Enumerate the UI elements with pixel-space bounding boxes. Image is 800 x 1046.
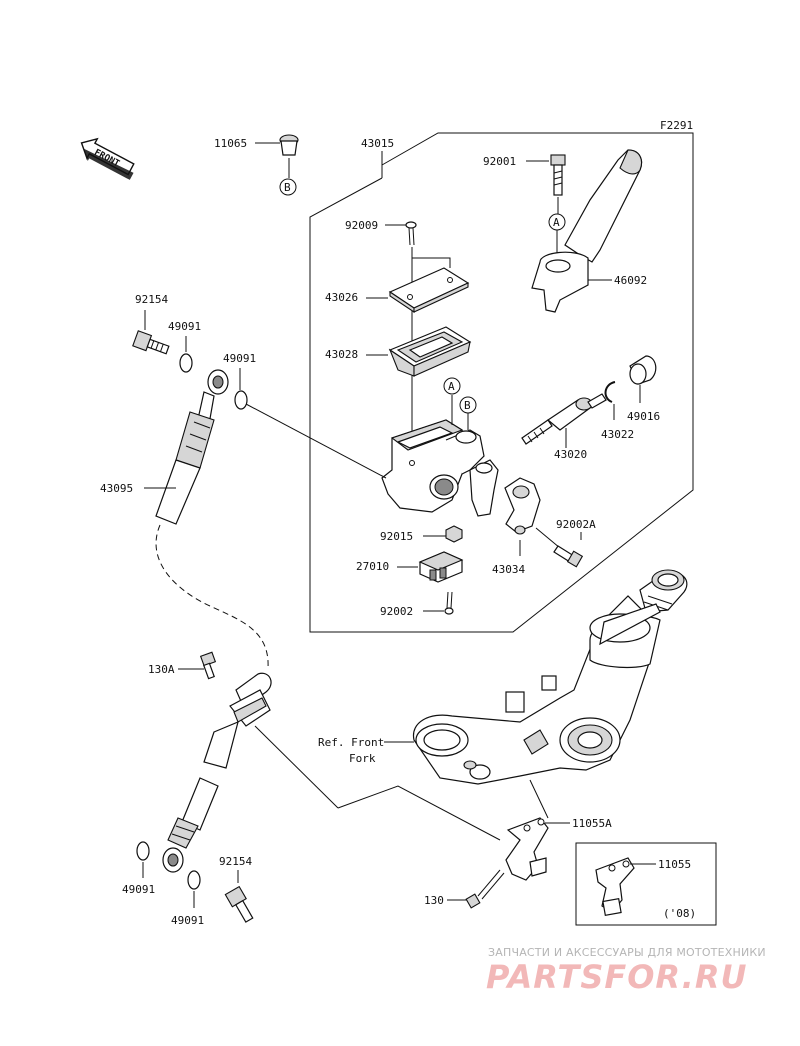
cover-screw-92009 (405, 221, 417, 246)
brake-lever-46092 (531, 149, 643, 313)
label-49091-d: 49091 (171, 914, 204, 927)
assembly-outline-43015 (309, 132, 694, 633)
bolt-130 (465, 869, 505, 909)
callout-b-top: B (279, 178, 297, 196)
piston-kit-43020 (521, 393, 607, 445)
circlip-43022 (604, 381, 616, 403)
label-11055A: 11055A (572, 817, 612, 830)
callout-b-body: B (459, 396, 477, 414)
diaphragm-43028 (388, 326, 472, 377)
label-49091-a: 49091 (168, 320, 201, 333)
watermark-logo: PARTSFOR.RU (486, 958, 748, 996)
label-27010: 27010 (356, 560, 389, 573)
label-43015: 43015 (361, 137, 394, 150)
nut-92015 (445, 525, 463, 543)
washer-49091-a (179, 353, 193, 373)
label-92001: 92001 (483, 155, 516, 168)
label-year-note: ('08) (663, 907, 696, 920)
label-130A: 130A (148, 663, 175, 676)
label-92009: 92009 (345, 219, 378, 232)
holder-clamp-43034 (504, 477, 541, 535)
svg-text:A: A (553, 216, 560, 229)
label-92002: 92002 (380, 605, 413, 618)
hose-bracket-11055 (595, 857, 635, 916)
callout-a-lever: A (548, 213, 566, 231)
banjo-bolt-92154-bottom (224, 885, 254, 923)
svg-text:B: B (464, 399, 471, 412)
label-43028: 43028 (325, 348, 358, 361)
label-43020: 43020 (554, 448, 587, 461)
label-92002A: 92002A (556, 518, 596, 531)
label-49016: 49016 (627, 410, 660, 423)
reservoir-cap-43026 (388, 267, 470, 314)
washer-49091-b (234, 390, 248, 410)
label-11055: 11055 (658, 858, 691, 871)
label-49091-b: 49091 (223, 352, 256, 365)
label-92015: 92015 (380, 530, 413, 543)
washer-49091-c (136, 841, 150, 861)
washer-49091-d (187, 870, 201, 890)
inset-box-11055 (575, 842, 717, 926)
label-46092: 46092 (614, 274, 647, 287)
label-43034: 43034 (492, 563, 525, 576)
lower-hose-joint (162, 672, 272, 873)
master-cylinder-body (381, 419, 499, 517)
label-43026: 43026 (325, 291, 358, 304)
label-92154-bot: 92154 (219, 855, 252, 868)
hose-bracket-11055A (505, 817, 549, 881)
banjo-bolt-92154-top (132, 330, 170, 355)
label-43095: 43095 (100, 482, 133, 495)
watermark-subtitle: ЗАПЧАСТИ И АКСЕССУАРЫ ДЛЯ МОТОТЕХНИКИ (488, 946, 766, 959)
label-43022: 43022 (601, 428, 634, 441)
front-arrow: FRONT (80, 137, 135, 180)
svg-text:B: B (284, 181, 291, 194)
label-11065: 11065 (214, 137, 247, 150)
triple-clamp (412, 569, 688, 785)
label-ref-fork: Fork (349, 752, 376, 765)
svg-text:A: A (448, 380, 455, 393)
bolt-130A (199, 651, 217, 680)
label-130: 130 (424, 894, 444, 907)
dust-boot-49016 (629, 355, 657, 385)
clamp-bolt-92002A (553, 545, 584, 568)
label-ref-front: Ref. Front (318, 736, 384, 749)
label-49091-c: 49091 (122, 883, 155, 896)
brake-hose-43095 (155, 369, 229, 525)
brake-switch-27010 (418, 551, 464, 583)
rubber-cap-11065 (279, 134, 299, 156)
label-92154-top: 92154 (135, 293, 168, 306)
screw-92002 (444, 591, 454, 615)
figure-code: F2291 (660, 119, 693, 132)
callout-a-body: A (443, 377, 461, 395)
pivot-bolt-92001 (550, 154, 566, 196)
